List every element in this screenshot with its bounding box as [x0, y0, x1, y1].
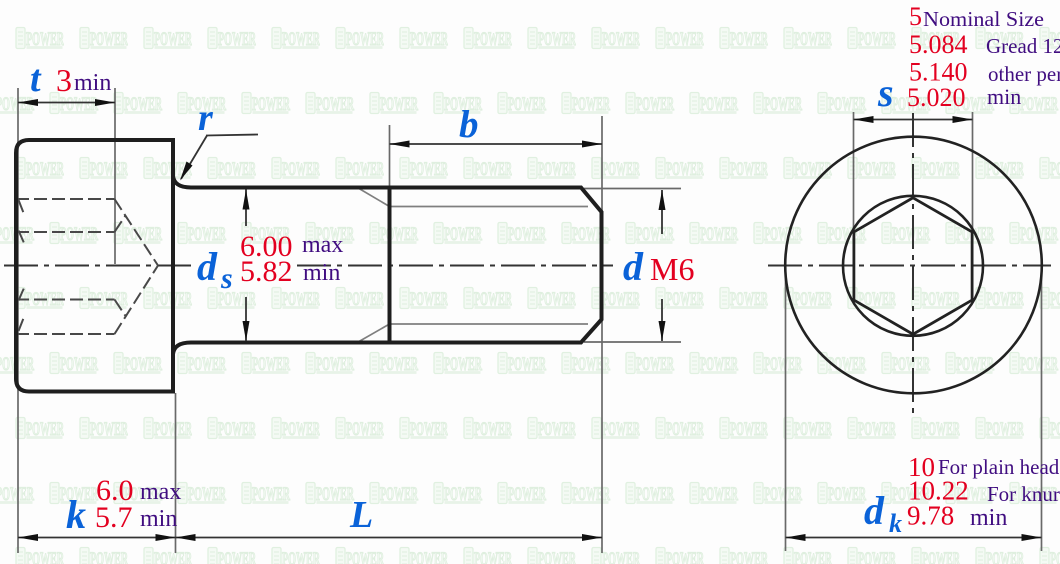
svg-text:min: min	[987, 84, 1021, 109]
svg-text:For knurled: For knurled	[987, 482, 1060, 506]
svg-text:b: b	[459, 103, 479, 146]
svg-text:k: k	[889, 509, 902, 538]
svg-text:r: r	[198, 97, 214, 139]
svg-text:5.7: 5.7	[95, 501, 133, 534]
svg-text:min: min	[74, 70, 111, 96]
svg-text:10: 10	[908, 452, 935, 482]
svg-text:M6: M6	[650, 251, 694, 287]
svg-text:t: t	[30, 58, 42, 100]
svg-text:For plain head: For plain head	[938, 455, 1060, 479]
svg-text:10.22: 10.22	[908, 476, 969, 506]
svg-text:d: d	[197, 244, 218, 289]
svg-text:Nominal Size: Nominal Size	[923, 7, 1044, 31]
svg-text:5.084: 5.084	[909, 30, 968, 59]
svg-text:5.82: 5.82	[240, 255, 293, 288]
svg-text:3: 3	[56, 62, 72, 98]
svg-text:9.78: 9.78	[907, 501, 954, 531]
svg-text:max: max	[302, 232, 343, 258]
svg-text:d: d	[864, 488, 885, 533]
svg-text:min: min	[140, 506, 177, 532]
svg-text:min: min	[970, 505, 1007, 531]
svg-text:5.020: 5.020	[907, 83, 966, 112]
svg-text:s: s	[220, 262, 233, 295]
svg-text:5: 5	[909, 2, 922, 31]
svg-text:5.140: 5.140	[909, 58, 968, 87]
svg-text:L: L	[349, 494, 373, 536]
svg-text:6.0: 6.0	[96, 474, 134, 507]
svg-text:k: k	[66, 492, 86, 537]
svg-text:6.00: 6.00	[240, 230, 293, 263]
svg-text:other per: other per	[988, 62, 1060, 86]
svg-text:max: max	[140, 479, 181, 505]
svg-text:d: d	[623, 244, 644, 289]
svg-text:Gread 12: Gread 12	[986, 34, 1060, 58]
svg-text:s: s	[877, 70, 894, 115]
svg-text:min: min	[303, 260, 340, 286]
